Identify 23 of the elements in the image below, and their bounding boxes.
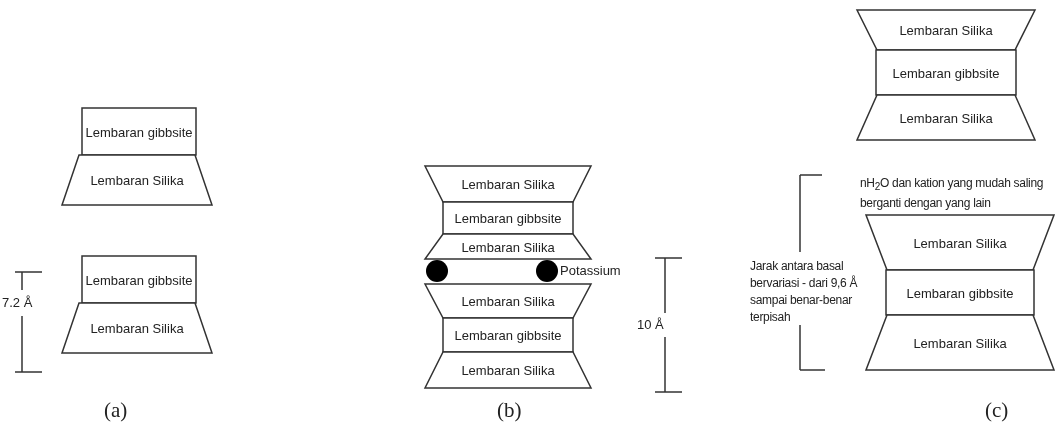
sheet-trapezoid (62, 155, 212, 205)
sheet-trapezoid (866, 215, 1054, 270)
note-text: nH$_{2}$O dan kation yang mudah saling berganti dengan yang lain (860, 175, 1045, 213)
sheet-trapezoid (425, 234, 591, 259)
ion-circle (426, 260, 448, 282)
sheet-rectangle (443, 318, 573, 352)
sheet-rectangle (82, 256, 196, 303)
sheet-trapezoid (857, 95, 1035, 140)
sheet-trapezoid (62, 303, 212, 353)
dimension-label: 7.2 Å (2, 294, 34, 311)
sheet-rectangle (443, 202, 573, 234)
sheet-trapezoid (425, 166, 591, 202)
sheet-trapezoid (425, 284, 591, 318)
sheet-rectangle (886, 270, 1034, 315)
ion-label: Potassium (560, 263, 621, 278)
sheet-trapezoid (425, 352, 591, 388)
sheet-rectangle (82, 108, 196, 155)
dimension-label: 10 Å (637, 316, 665, 333)
note-text: Jarak antara basal bervariasi - dari 9,6 Å sampai benar-benar terpisah (750, 258, 859, 326)
ion-circle (536, 260, 558, 282)
sheet-rectangle (876, 50, 1016, 95)
sheet-trapezoid (857, 10, 1035, 50)
sheet-trapezoid (866, 315, 1054, 370)
